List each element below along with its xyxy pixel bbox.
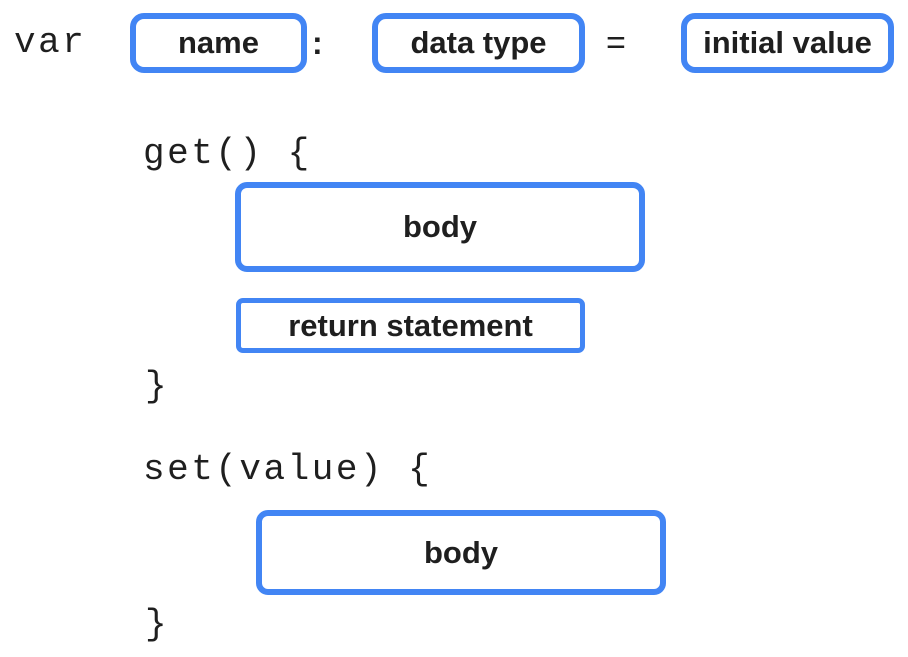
colon-separator: :: [312, 24, 323, 61]
return-statement-slot-box: return statement: [236, 298, 585, 353]
initial-value-slot-box: initial value: [681, 13, 894, 73]
equals-sign: =: [606, 23, 626, 62]
var-keyword: var: [14, 22, 87, 63]
initial-value-slot-label: initial value: [703, 25, 872, 60]
getter-open-line: get() {: [143, 133, 312, 174]
setter-open-line: set(value) {: [143, 449, 433, 490]
return-statement-slot-label: return statement: [288, 307, 533, 343]
getter-close-brace: }: [145, 366, 170, 407]
data-type-slot-box: data type: [372, 13, 585, 73]
name-slot-label: name: [178, 25, 259, 60]
name-slot-box: name: [130, 13, 307, 73]
setter-body-slot-label: body: [423, 534, 499, 570]
data-type-slot-label: data type: [410, 25, 547, 60]
setter-body-slot-box: body: [256, 510, 666, 595]
getter-body-slot-label: body: [402, 209, 478, 244]
getter-body-slot-box: body: [235, 182, 645, 272]
setter-close-brace: }: [145, 604, 170, 645]
